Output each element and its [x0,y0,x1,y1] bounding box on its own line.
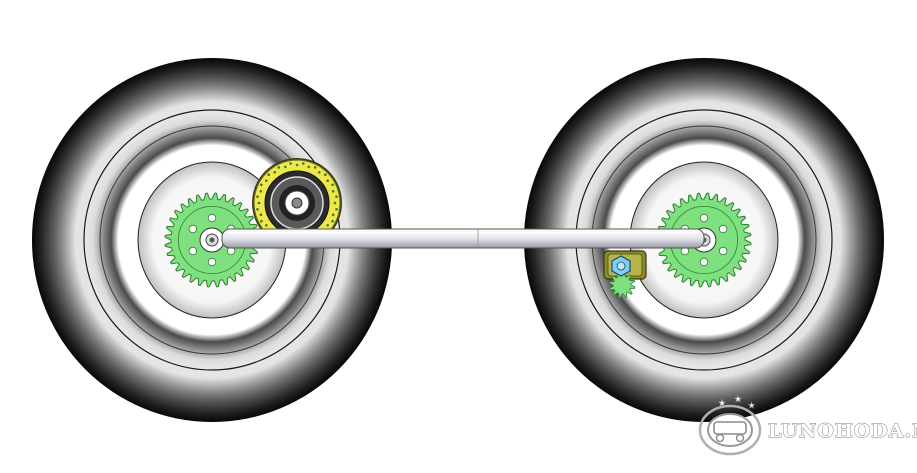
tensioner-sprocket [608,271,636,299]
drive-gear [252,158,342,248]
gear-dot [324,173,327,176]
gear-dot [277,166,281,169]
tensioner [603,250,647,299]
gear-dot [333,201,337,205]
gear-dot [335,195,338,198]
bolt-hole [207,213,217,223]
gear-dot [295,163,299,167]
gear-dot [331,213,335,216]
bolt-hole [699,213,709,223]
gear-dot [260,183,263,187]
axle [221,228,705,249]
gear-dot [331,190,335,193]
watermark-text: LUNOHODA.NET [768,420,917,442]
gear-dot [331,219,334,223]
bolt-hole [188,246,198,256]
gear-dot [273,171,277,174]
gear-dot [256,195,259,198]
gear-dot [265,224,268,227]
bolt-hole [718,246,728,256]
truck-emblem-icon: ★ ★ ★ [698,395,762,456]
svg-text:★: ★ [718,399,726,409]
gear-dot [318,171,321,174]
gear-dot [326,179,330,182]
gear-dot [260,219,263,223]
tensioner-sprocket-teeth [608,271,636,299]
gear-dot [256,208,259,211]
gear-dot [307,165,311,169]
gear-dot [259,190,263,193]
gear-dot [259,213,263,216]
bolt-hole [699,257,709,267]
gear-dot [313,166,317,169]
bolt-hole [718,224,728,234]
bolt-hole [188,224,198,234]
gear-dot [335,208,338,211]
gear-dot [289,162,293,165]
svg-text:★: ★ [734,395,742,405]
left-hub [199,227,225,253]
gear-dot [326,224,330,227]
left-wheel [32,58,392,422]
watermark: ★ ★ ★ LUNOHODA.NET [698,395,917,456]
gear-dot [257,201,261,205]
gear-dot [284,165,287,169]
bolt-hole [207,257,217,267]
gear-dot [267,173,271,176]
gear-dot [265,179,268,182]
gear-dot [302,162,305,165]
gear-dot [331,183,334,187]
svg-text:★: ★ [748,401,755,410]
